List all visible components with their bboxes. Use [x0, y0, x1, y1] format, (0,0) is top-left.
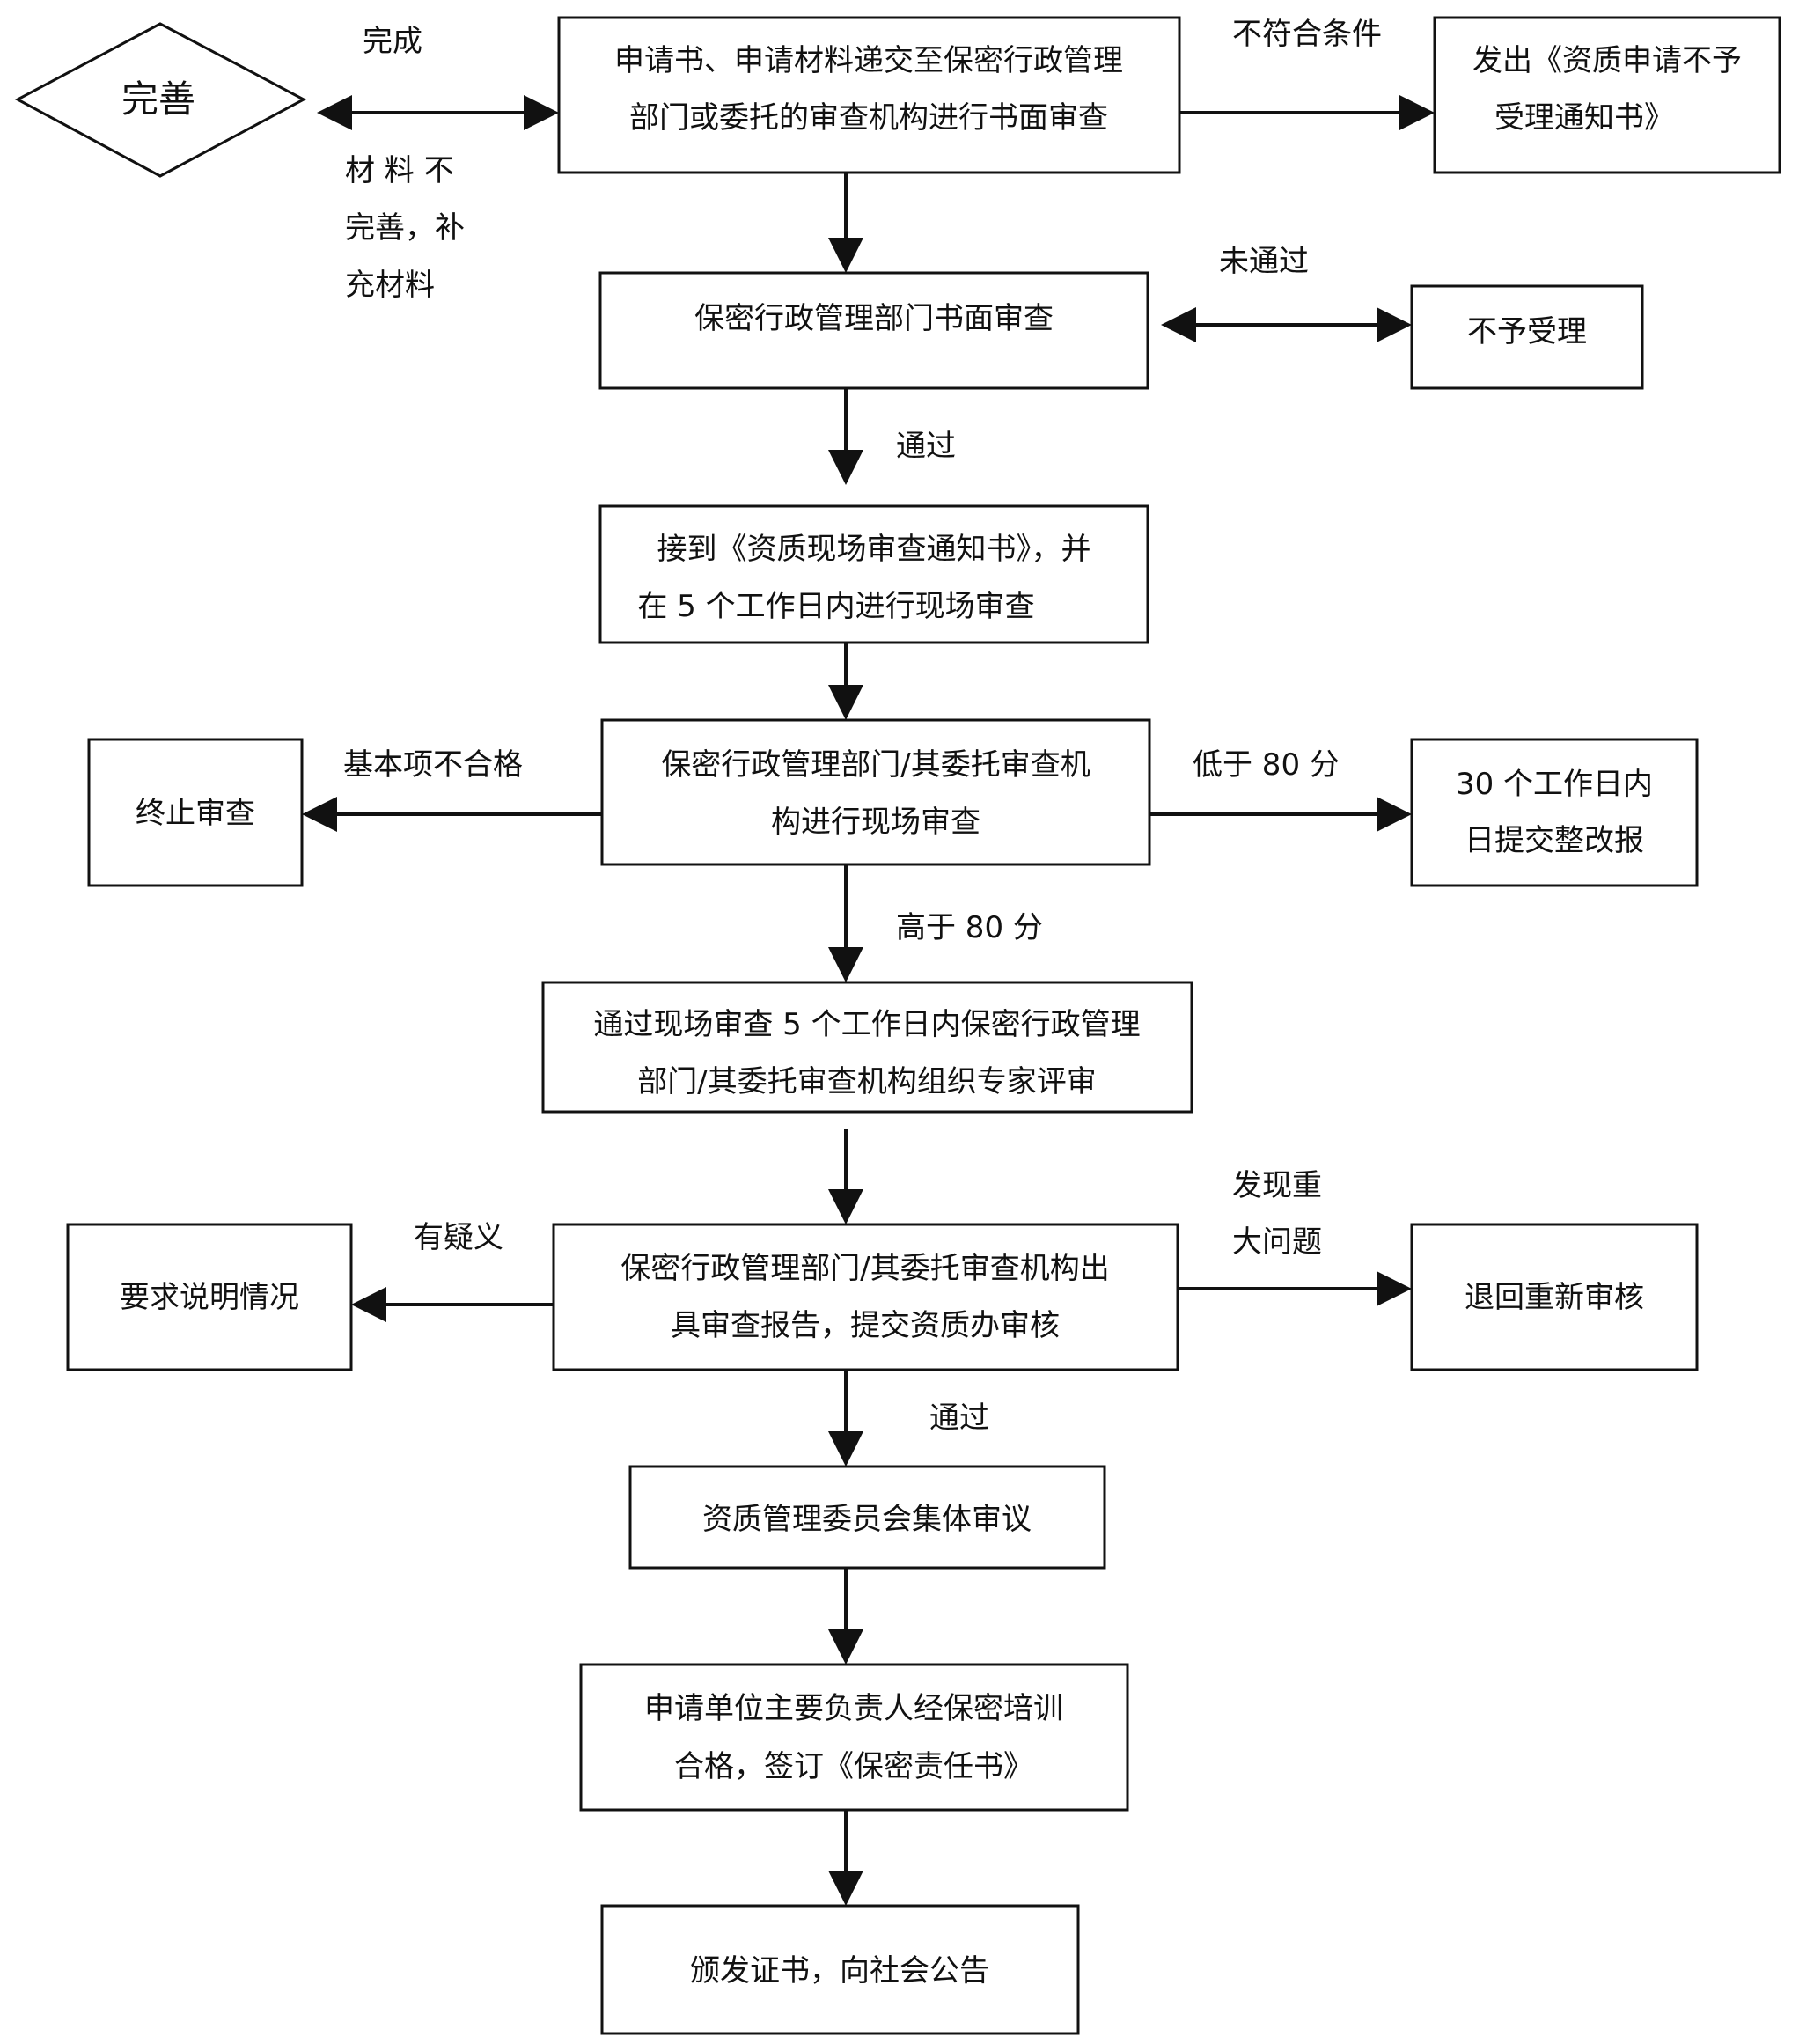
- edge-label-major-issue-line-2: 大问题: [1232, 1224, 1322, 1260]
- return-review-node: 退回重新审核: [1410, 1223, 1699, 1371]
- edge-label-complete: 完成: [363, 24, 422, 59]
- report-node: 保密行政管理部门/其委托审查机构出 具审查报告，提交资质办审核: [552, 1223, 1179, 1371]
- site-review-node: 保密行政管理部门/其委托审查机 构进行现场审查: [600, 718, 1151, 866]
- issue-node: 颁发证书，向社会公告: [600, 1904, 1080, 2035]
- expert-review-node: 通过现场审查 5 个工作日内保密行政管理 部门/其委托审查机构组织专家评审: [541, 981, 1193, 1114]
- training-line-1: 申请单位主要负责人经保密培训: [644, 1691, 1063, 1726]
- not-accepted-label: 不予受理: [1467, 314, 1587, 349]
- submit-label-line-1: 申请书、申请材料递交至保密行政管理: [614, 43, 1123, 78]
- explain-label: 要求说明情况: [120, 1280, 299, 1315]
- not-accepted-node: 不予受理: [1410, 284, 1644, 390]
- edge-label-basic-fail: 基本项不合格: [343, 747, 523, 783]
- edge-label-doubt: 有疑义: [414, 1220, 503, 1255]
- edge-label-not-passed: 未通过: [1219, 244, 1309, 279]
- committee-label: 资质管理委员会集体审议: [702, 1502, 1032, 1537]
- edge-label-passed-1: 通过: [896, 429, 956, 464]
- site-review-line-2: 构进行现场审查: [771, 805, 980, 840]
- site-notice-line-1: 接到《资质现场审查通知书》，并: [657, 532, 1091, 567]
- edge-label-incomplete-line-3: 充材料: [345, 268, 435, 303]
- committee-node: 资质管理委员会集体审议: [628, 1465, 1106, 1570]
- perfect-diamond-node: 完善: [14, 22, 307, 178]
- expert-review-line-1: 通过现场审查 5 个工作日内保密行政管理: [593, 1007, 1140, 1042]
- issue-label: 颁发证书，向社会公告: [690, 1953, 989, 1989]
- site-review-line-1: 保密行政管理部门/其委托审查机: [661, 747, 1090, 783]
- edge-label-incomplete-line-1: 材 料 不: [345, 153, 454, 188]
- dept-review-label: 保密行政管理部门书面审查: [694, 301, 1054, 336]
- rectify-line-1: 30 个工作日内: [1456, 767, 1653, 802]
- rectify-node: 30 个工作日内 日提交整改报: [1410, 738, 1699, 887]
- expert-review-line-2: 部门/其委托审查机构组织专家评审: [637, 1064, 1096, 1099]
- report-line-1: 保密行政管理部门/其委托审查机构出: [620, 1251, 1109, 1286]
- edge-label-passed-2: 通过: [929, 1401, 989, 1436]
- edge-label-below-80: 低于 80 分: [1193, 747, 1340, 783]
- site-notice-node: 接到《资质现场审查通知书》，并 在 5 个工作日内进行现场审查: [598, 504, 1149, 644]
- explain-node: 要求说明情况: [66, 1223, 353, 1371]
- edge-label-above-80: 高于 80 分: [896, 910, 1043, 945]
- edge-label-not-qualified: 不符合条件: [1232, 17, 1382, 52]
- training-line-2: 合格，签订《保密责任书》: [674, 1749, 1033, 1784]
- terminate-node: 终止审查: [87, 738, 304, 887]
- edge-label-major-issue-line-1: 发现重: [1232, 1168, 1322, 1203]
- terminate-label: 终止审查: [136, 796, 255, 831]
- report-line-2: 具审查报告，提交资质办审核: [671, 1308, 1060, 1343]
- reject-notice-line-1: 发出《资质申请不予: [1472, 43, 1742, 78]
- reject-notice-node: 发出《资质申请不予 受理通知书》: [1433, 16, 1781, 174]
- dept-review-node: 保密行政管理部门书面审查: [598, 271, 1149, 390]
- perfect-label: 完善: [121, 77, 195, 121]
- edge-label-incomplete-line-2: 完善，补: [345, 210, 465, 246]
- submit-node: 申请书、申请材料递交至保密行政管理 部门或委托的审查机构进行书面审查: [557, 16, 1181, 174]
- reject-notice-line-2: 受理通知书》: [1494, 100, 1674, 136]
- site-notice-line-2: 在 5 个工作日内进行现场审查: [637, 589, 1034, 624]
- rectify-line-2: 日提交整改报: [1465, 823, 1644, 858]
- submit-label-line-2: 部门或委托的审查机构进行书面审查: [629, 100, 1108, 136]
- training-node: 申请单位主要负责人经保密培训 合格，签订《保密责任书》: [579, 1663, 1129, 1812]
- return-review-label: 退回重新审核: [1465, 1280, 1644, 1315]
